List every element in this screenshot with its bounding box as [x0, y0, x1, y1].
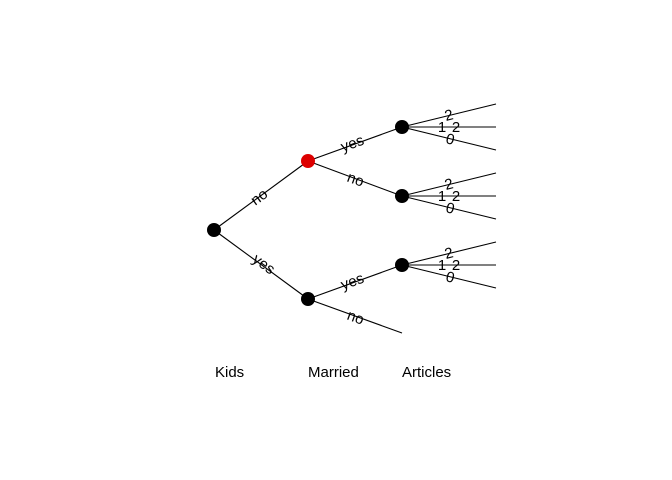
- married-node-yes-kids: [301, 292, 315, 306]
- leaf-label-3-2b: 2: [452, 257, 460, 274]
- leaf-label-1-2: 2: [443, 106, 455, 125]
- married-node-no-kids: [301, 154, 315, 168]
- edge-articles-2-0: [401, 195, 497, 220]
- level-label-articles: Articles: [402, 364, 451, 381]
- edge-articles-2-2: [401, 172, 497, 197]
- edge-label-married-yes-top: yes: [339, 132, 367, 156]
- leaf-label-3-0: 0: [444, 268, 456, 287]
- leaf-label-3-2: 2: [443, 244, 455, 263]
- leaf-label-1-0: 0: [444, 130, 456, 149]
- leaf-label-1-2b: 2: [452, 119, 460, 136]
- edge-label-kids-no: no: [248, 186, 271, 210]
- leaf-label-2-2b: 2: [452, 188, 460, 205]
- edge-label-married-yes-bottom: yes: [339, 270, 367, 294]
- edge-articles-3-2: [401, 241, 497, 266]
- edge-articles-1-0: [401, 126, 497, 151]
- root-node-kids: [207, 223, 221, 237]
- edge-married-yes-top: [307, 126, 403, 162]
- leaf-label-2-1: 1: [438, 188, 446, 205]
- edge-label-married-no-bottom: no: [345, 307, 366, 329]
- edge-kids-yes: [213, 229, 309, 300]
- edge-married-yes-bottom: [307, 264, 403, 300]
- articles-node-1: [395, 120, 409, 134]
- edge-label-married-no-top: no: [345, 169, 366, 191]
- leaf-label-2-0: 0: [444, 199, 456, 218]
- leaf-label-2-2: 2: [443, 175, 455, 194]
- articles-node-3: [395, 258, 409, 272]
- edge-articles-3-0: [401, 264, 497, 289]
- level-label-kids: Kids: [215, 364, 244, 381]
- leaf-label-3-1: 1: [438, 257, 446, 274]
- edge-articles-1-2: [401, 103, 497, 128]
- edge-married-no-top: [307, 160, 403, 197]
- level-label-married: Married: [308, 364, 359, 381]
- leaf-label-1-1: 1: [438, 119, 446, 136]
- edge-married-no-bottom: [307, 298, 403, 334]
- articles-node-2: [395, 189, 409, 203]
- edge-kids-no: [213, 160, 309, 231]
